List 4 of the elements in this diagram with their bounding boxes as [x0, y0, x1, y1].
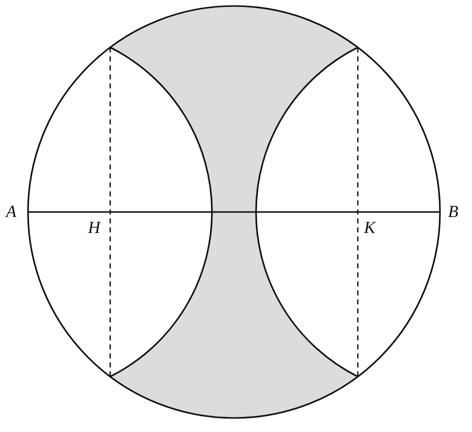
point-label: A — [6, 203, 16, 221]
point-label: K — [364, 219, 376, 237]
point-label: H — [88, 219, 100, 237]
point-label: B — [448, 203, 458, 221]
